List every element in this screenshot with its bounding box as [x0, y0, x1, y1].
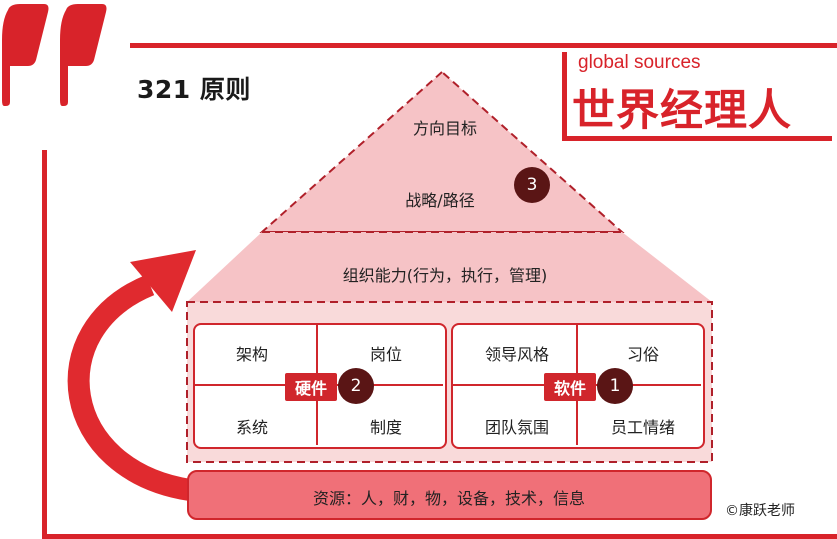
- logo: global sources 世界经理人: [562, 52, 832, 146]
- hardware-cell: 制度: [369, 418, 403, 437]
- frame-left-border: [42, 150, 47, 539]
- frame-top-border: [130, 43, 837, 48]
- page-title: 321 原则: [137, 75, 251, 104]
- hardware-tag: 硬件: [285, 373, 338, 401]
- step-badge-2: 2: [338, 368, 374, 404]
- frame-bottom-border: [42, 534, 837, 539]
- software-tag: 软件: [544, 373, 597, 401]
- quote-mark-icon: [2, 4, 107, 106]
- goal-text: 方向目标: [412, 119, 478, 138]
- step-badge-3: 3: [514, 167, 550, 203]
- software-cell: 领导风格: [484, 345, 550, 364]
- hardware-cell: 架构: [235, 345, 269, 364]
- software-cell: 习俗: [626, 345, 660, 364]
- logo-underline: [562, 136, 832, 141]
- step-badge-1: 1: [597, 368, 633, 404]
- software-cell: 团队氛围: [484, 418, 550, 437]
- logo-brand: global sources: [578, 52, 701, 73]
- resources-text: 资源：人，财，物，设备，技术，信息: [312, 489, 586, 508]
- resources-base: [187, 470, 712, 520]
- org-trapezoid: [187, 232, 712, 302]
- feedback-arrow-head: [130, 250, 196, 312]
- org-capability-text: 组织能力(行为，执行，管理): [342, 266, 548, 285]
- logo-title: 世界经理人: [572, 86, 792, 136]
- logo-divider: [562, 52, 567, 141]
- hardware-cell: 岗位: [369, 345, 403, 364]
- strategy-text: 战略/路径: [405, 191, 475, 210]
- software-cell: 员工情绪: [610, 418, 676, 437]
- feedback-arrow: [67, 274, 192, 501]
- hardware-cell: 系统: [235, 418, 269, 437]
- copyright-text: ©康跃老师: [725, 503, 795, 519]
